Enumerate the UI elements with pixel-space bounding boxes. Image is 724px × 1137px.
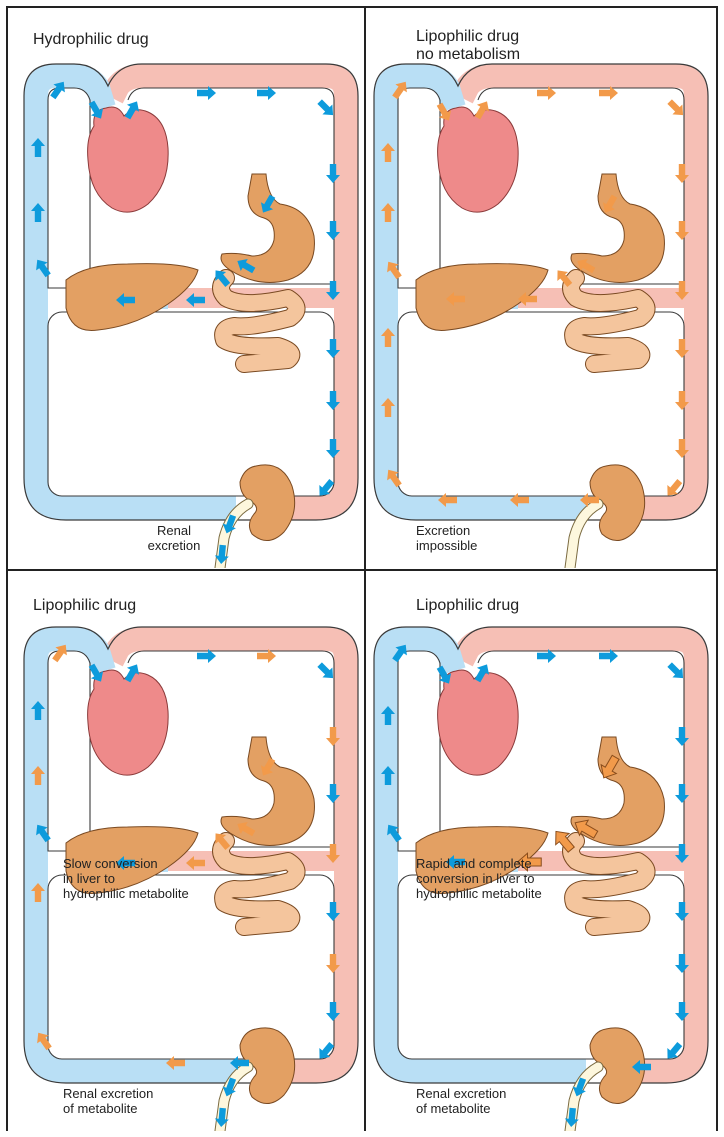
panel-caption: Renal excretion: [126, 523, 222, 553]
vessel-outline-lower: [48, 875, 334, 1059]
panel-caption: Excretion impossible: [416, 523, 477, 553]
diagram-layer: [24, 64, 358, 568]
stomach-icon: [221, 737, 314, 845]
vessel-outline-lower: [398, 875, 684, 1059]
panel-title: Lipophilic drug: [416, 597, 519, 615]
panel-note: Slow conversion in liver to hydrophilic …: [63, 856, 189, 901]
panel-lipophilic-no-metabolism: Lipophilic drug no metabolism Excretion …: [366, 8, 716, 568]
panel-lipophilic-rapid-conversion: Lipophilic drug Rapid and complete conve…: [366, 571, 716, 1131]
circulation-diagram: [366, 8, 716, 568]
vessel-outline-inner: [48, 651, 90, 851]
diagram-layer: [374, 64, 708, 568]
panel-title: Lipophilic drug no metabolism: [416, 28, 520, 64]
panel-note: Rapid and complete conversion in liver t…: [416, 856, 542, 901]
heart-icon: [88, 107, 169, 212]
circulation-diagram: [366, 571, 716, 1131]
vessel-outline-lower: [398, 312, 684, 496]
vessel-outline-inner: [48, 88, 90, 288]
circulation-diagram: [8, 8, 364, 568]
vessel-outline-lower: [48, 312, 334, 496]
panel-lipophilic-slow-conversion: Lipophilic drug Slow conversion in liver…: [8, 571, 364, 1131]
circulation-diagram: [8, 571, 364, 1131]
heart-icon: [88, 670, 169, 775]
panel-caption: Renal excretion of metabolite: [416, 1086, 506, 1116]
vessel-outline-inner: [398, 88, 440, 288]
panel-title: Hydrophilic drug: [33, 31, 149, 49]
panel-hydrophilic: Hydrophilic drug Renal excretion: [8, 8, 364, 568]
panel-title: Lipophilic drug: [33, 597, 136, 615]
stomach-icon: [221, 174, 314, 282]
panel-caption: Renal excretion of metabolite: [63, 1086, 153, 1116]
vessel-outline-inner: [398, 651, 440, 851]
heart-icon: [438, 670, 519, 775]
heart-icon: [438, 107, 519, 212]
